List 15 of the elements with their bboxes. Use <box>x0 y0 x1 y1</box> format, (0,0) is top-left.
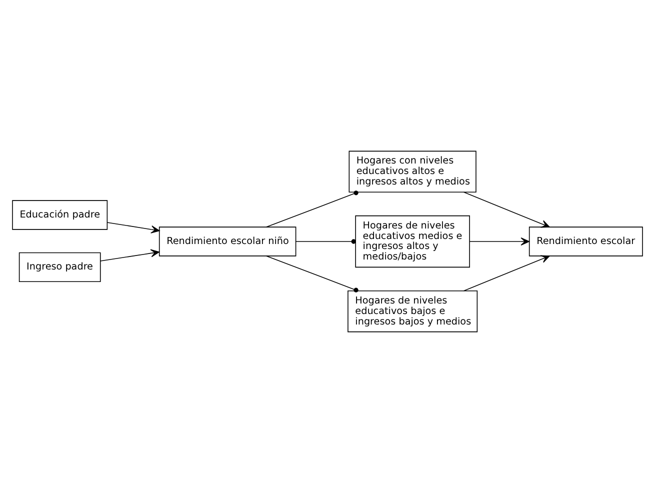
arrow <box>106 222 160 234</box>
node-box: Educación padre <box>12 200 108 230</box>
arrow <box>100 249 160 262</box>
node-box: Rendimiento escolar niño <box>158 226 296 256</box>
arrow <box>463 192 550 228</box>
connector <box>266 190 358 228</box>
node-box: Hogares de niveles educativos medios e ingresos altos y medios/bajos <box>355 215 470 268</box>
connector <box>266 256 358 292</box>
arrow <box>463 255 550 292</box>
node-box: Rendimiento escolar <box>528 226 643 256</box>
connector <box>295 239 356 244</box>
node-box: Hogares de niveles educativos bajos e ingresos bajos y medios <box>348 290 478 332</box>
arrow <box>469 237 530 246</box>
node-box: Hogares con niveles educativos altos e ingresos altos y medios <box>348 150 476 193</box>
node-box: Ingreso padre <box>18 252 101 282</box>
